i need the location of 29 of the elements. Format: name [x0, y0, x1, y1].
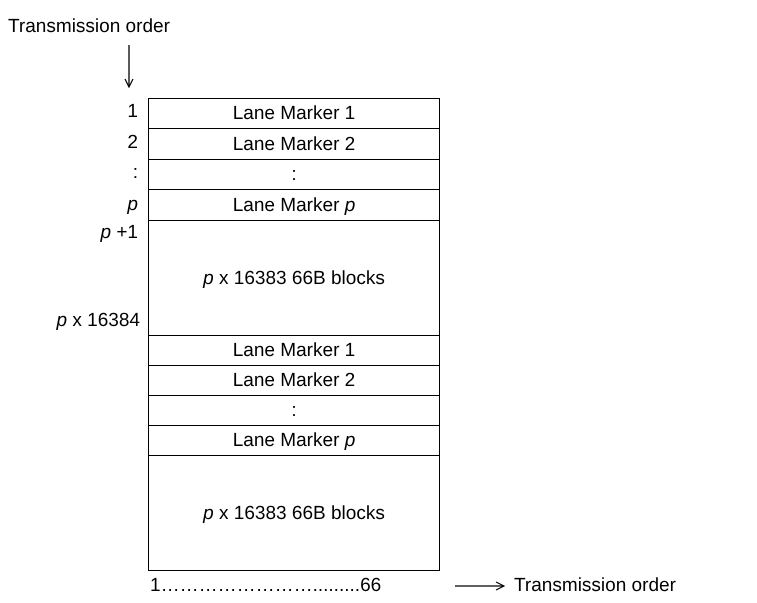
table-row	[148, 365, 440, 396]
row-text: p x 16383 66B blocks	[203, 266, 385, 290]
row-index: p +1	[100, 222, 138, 244]
table-row	[148, 395, 440, 426]
row-text: Lane Marker 2	[232, 132, 356, 156]
row-text: Lane Marker 1	[232, 102, 356, 126]
axis-title: Transmission order	[514, 575, 676, 597]
row-text: Lane Marker p	[232, 429, 356, 453]
table-row	[148, 98, 440, 129]
table-row	[148, 189, 440, 221]
row-text: Lane Marker p	[232, 194, 356, 218]
table-row	[148, 455, 440, 571]
row-index: p x 16384	[56, 310, 140, 332]
row-index: 1	[127, 101, 138, 123]
row-text: Lane Marker 1	[232, 339, 356, 363]
table-row	[148, 128, 440, 160]
bit-range: 1…………………….........66	[150, 575, 382, 597]
row-text: p x 16383 66B blocks	[203, 502, 385, 526]
table-row	[148, 335, 440, 366]
row-text: :	[291, 163, 297, 187]
row-index: 2	[127, 132, 138, 154]
table-row	[148, 220, 440, 336]
row-index: p	[127, 194, 138, 216]
row-text: Lane Marker 2	[232, 369, 356, 393]
row-text: :	[291, 399, 297, 423]
table-row	[148, 425, 440, 456]
row-index: :	[132, 162, 138, 184]
axis-title: Transmission order	[8, 16, 170, 38]
table-row	[148, 159, 440, 190]
